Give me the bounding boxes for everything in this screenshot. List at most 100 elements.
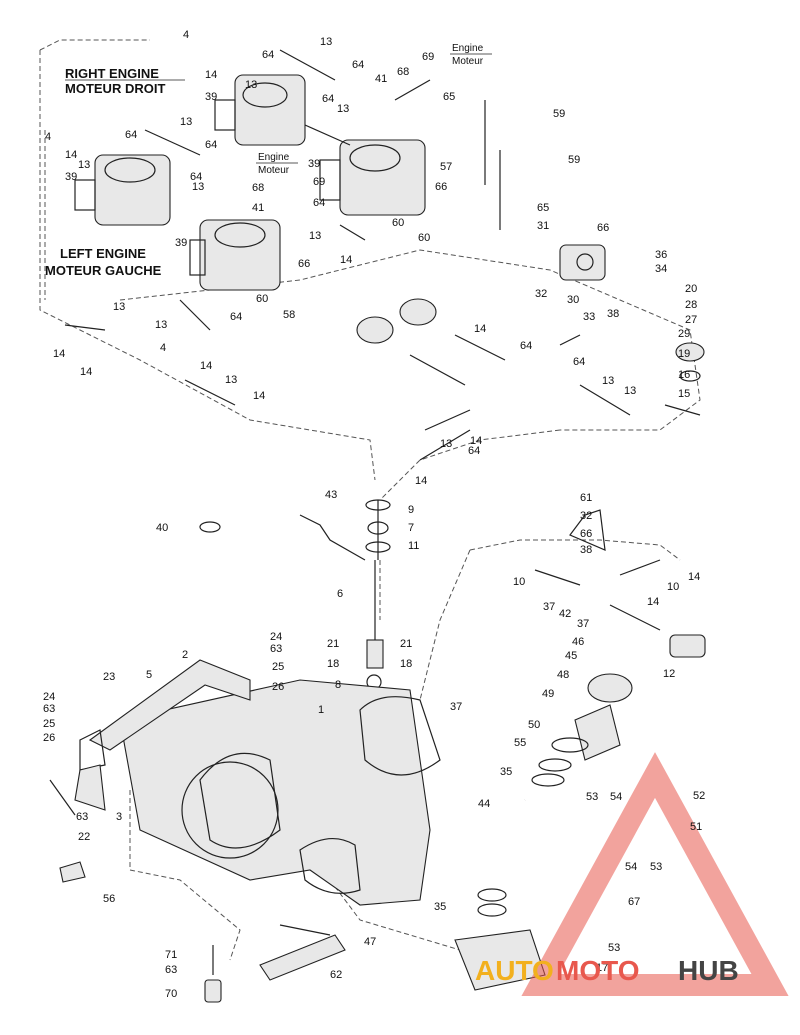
callout-38: 38	[580, 544, 592, 556]
callout-51: 51	[690, 821, 702, 833]
callout-64: 64	[262, 49, 274, 61]
callout-24: 24	[270, 631, 282, 643]
callout-39: 39	[205, 91, 217, 103]
callout-70: 70	[165, 988, 177, 1000]
callout-14: 14	[205, 69, 217, 81]
callout-13: 13	[78, 159, 90, 171]
callout-24: 24	[43, 691, 55, 703]
callout-4: 4	[160, 342, 166, 354]
callout-64: 64	[468, 445, 480, 457]
callout-64: 64	[322, 93, 334, 105]
callout-25: 25	[43, 718, 55, 730]
callout-63: 63	[270, 643, 282, 655]
callout-13: 13	[337, 103, 349, 115]
callout-33: 33	[583, 311, 595, 323]
callout-44: 44	[478, 798, 490, 810]
tank-strap	[259, 924, 346, 981]
callout-53: 53	[586, 791, 598, 803]
callout-29: 29	[678, 328, 690, 340]
callout-13: 13	[602, 375, 614, 387]
callout-23: 23	[103, 671, 115, 683]
callout-13: 13	[180, 116, 192, 128]
callout-37: 37	[450, 701, 462, 713]
tank-support-bracket	[79, 659, 251, 771]
callout-59: 59	[568, 154, 580, 166]
callout-42: 42	[559, 608, 571, 620]
callout-38: 38	[607, 308, 619, 320]
right-engine-carburetor-rear	[319, 139, 426, 216]
fuel-valve-assembly	[559, 244, 606, 281]
callout-1: 1	[318, 704, 324, 716]
callout-66: 66	[580, 528, 592, 540]
callout-63: 63	[43, 703, 55, 715]
callout-48: 48	[557, 669, 569, 681]
filler-neck	[531, 673, 633, 787]
callout-63: 63	[76, 811, 88, 823]
callout-64: 64	[352, 59, 364, 71]
callout-32: 32	[535, 288, 547, 300]
callout-55: 55	[514, 737, 526, 749]
callout-69: 69	[422, 51, 434, 63]
callout-3: 3	[116, 811, 122, 823]
callout-27: 27	[685, 314, 697, 326]
callout-12: 12	[663, 668, 675, 680]
pump-assembly	[359, 696, 546, 991]
callout-15: 15	[678, 388, 690, 400]
left-engine-heading-fr: MOTEUR GAUCHE	[45, 263, 162, 278]
callout-53: 53	[608, 942, 620, 954]
callout-71: 71	[165, 949, 177, 961]
callout-65: 65	[537, 202, 549, 214]
fuel-filters	[356, 298, 437, 344]
callout-47: 47	[364, 936, 376, 948]
callout-63: 63	[165, 964, 177, 976]
callout-14: 14	[200, 360, 212, 372]
callout-66: 66	[298, 258, 310, 270]
callout-65: 65	[443, 91, 455, 103]
fuel-tank	[119, 679, 431, 906]
left-engine-heading-en: LEFT ENGINE	[60, 246, 146, 261]
callout-13: 13	[245, 79, 257, 91]
callout-14: 14	[80, 366, 92, 378]
callout-56: 56	[103, 893, 115, 905]
callout-14: 14	[340, 254, 352, 266]
hose-routing-outline	[39, 39, 701, 961]
engine-label-fr-mid: Moteur	[258, 165, 290, 176]
callout-34: 34	[655, 263, 667, 275]
callout-58: 58	[283, 309, 295, 321]
callout-45: 45	[565, 650, 577, 662]
callout-68: 68	[397, 66, 409, 78]
tank-front-holder	[49, 764, 106, 816]
callout-13: 13	[320, 36, 332, 48]
callout-64: 64	[313, 197, 325, 209]
callout-26: 26	[272, 681, 284, 693]
callout-14: 14	[53, 348, 65, 360]
callout-22: 22	[78, 831, 90, 843]
engine-label-en-mid: Engine	[258, 152, 290, 163]
watermark-text-part3: HUB	[678, 955, 739, 986]
callout-14: 14	[253, 390, 265, 402]
callout-35: 35	[500, 766, 512, 778]
watermark-logo	[521, 752, 789, 996]
callout-14: 14	[65, 149, 77, 161]
callout-7: 7	[408, 522, 414, 534]
callout-21: 21	[327, 638, 339, 650]
drain-plug	[204, 945, 222, 1003]
callout-21: 21	[400, 638, 412, 650]
callout-13: 13	[309, 230, 321, 242]
callout-69: 69	[313, 176, 325, 188]
callout-13: 13	[192, 181, 204, 193]
callout-49: 49	[542, 688, 554, 700]
callout-32: 32	[580, 510, 592, 522]
callout-35: 35	[434, 901, 446, 913]
callout-2: 2	[182, 649, 188, 661]
callout-18: 18	[327, 658, 339, 670]
filler-hose	[477, 795, 531, 917]
callout-67: 67	[628, 896, 640, 908]
callout-62: 62	[330, 969, 342, 981]
callout-11: 11	[408, 540, 419, 552]
callout-18: 18	[400, 658, 412, 670]
callout-41: 41	[252, 202, 264, 214]
callout-64: 64	[205, 139, 217, 151]
callout-20: 20	[685, 283, 697, 295]
